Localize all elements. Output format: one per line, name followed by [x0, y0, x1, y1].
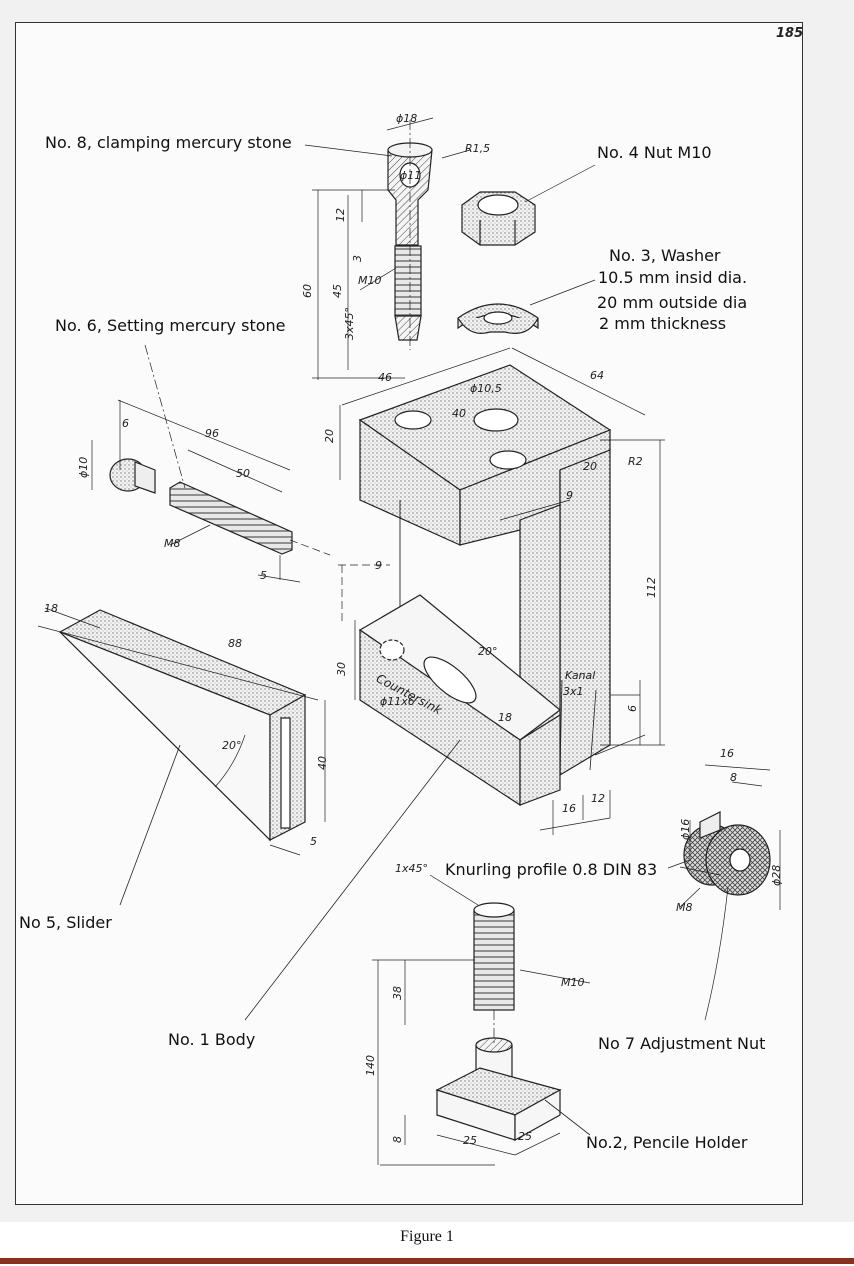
- part2-shape: [435, 902, 562, 1142]
- dim-m8-nut: M8: [676, 901, 693, 914]
- dim-phi11: ϕ11: [400, 169, 422, 182]
- label-part3-line2: 10.5 mm insid dia.: [598, 268, 748, 287]
- dim-38: 38: [391, 986, 404, 1000]
- dim-12: 12: [334, 208, 347, 222]
- dim-25-right: 25: [518, 1130, 532, 1143]
- label-part8: No. 8, clamping mercury stone: [45, 133, 292, 152]
- label-part6: No. 6, Setting mercury stone: [55, 316, 286, 335]
- dim-40-slider: 40: [316, 756, 329, 770]
- dim-20deg-slider: 20°: [222, 739, 242, 752]
- label-part3-line1: No. 3, Washer: [609, 246, 721, 265]
- dim-16-nut: 16: [720, 747, 734, 760]
- dim-5-stone: 5: [260, 569, 267, 582]
- dim-3: 3: [351, 255, 364, 262]
- dim-60: 60: [301, 284, 314, 298]
- label-part4: No. 4 Nut M10: [597, 143, 712, 162]
- dim-112: 112: [645, 577, 658, 598]
- dim-1x45: 1x45°: [395, 862, 429, 875]
- part6-shape: [109, 458, 293, 555]
- dim-3x45: 3x45°: [343, 306, 356, 340]
- dim-m10-stone: M10: [358, 274, 382, 287]
- part8-dim-lines: [312, 117, 471, 380]
- label-part3-line4: 2 mm thickness: [599, 314, 727, 333]
- dim-20-top: 20: [323, 429, 336, 443]
- figure-caption: Figure 1: [400, 1228, 454, 1245]
- label-knurling: Knurling profile 0.8 DIN 83: [445, 860, 658, 879]
- dim-46: 46: [378, 371, 392, 384]
- dim-phi11x6: ϕ11x6: [380, 695, 415, 708]
- label-part5: No 5, Slider: [19, 913, 112, 932]
- dim-m10-holder: M10: [561, 976, 585, 989]
- dim-25-left: 25: [463, 1134, 477, 1147]
- dim-18-slider: 18: [44, 602, 58, 615]
- dim-45: 45: [331, 284, 344, 298]
- dim-88: 88: [228, 637, 242, 650]
- dim-20-wall: 20: [583, 460, 597, 473]
- dim-6-body: 6: [626, 705, 639, 712]
- dim-9-top: 9: [566, 489, 573, 502]
- bottom-rule: [0, 1258, 854, 1264]
- dim-20deg-body: 20°: [478, 645, 498, 658]
- dim-50: 50: [236, 467, 250, 480]
- part5-shape: [58, 609, 307, 842]
- dim-kanal: Kanal: [565, 669, 596, 682]
- dim-16-body: 16: [562, 802, 576, 815]
- dim-64: 64: [590, 369, 604, 382]
- label-part1: No. 1 Body: [168, 1030, 256, 1049]
- dim-30: 30: [335, 662, 348, 676]
- dim-phi10-5: ϕ10,5: [470, 382, 502, 395]
- part7-dim-lines: [679, 764, 781, 1021]
- dim-phi16-nut: ϕ16: [679, 818, 692, 840]
- label-part7: No 7 Adjustment Nut: [598, 1034, 766, 1053]
- dim-phi28-nut: ϕ28: [770, 864, 783, 886]
- dim-phi10: ϕ10: [77, 456, 90, 478]
- label-part2: No.2, Pencile Holder: [586, 1133, 748, 1152]
- part7-shape: [683, 811, 771, 896]
- part1-dim-lines: [338, 347, 665, 835]
- dim-5-slider: 5: [310, 835, 317, 848]
- dim-phi18: ϕ18: [396, 112, 418, 125]
- part5-dim-lines: [37, 607, 326, 856]
- dim-96: 96: [205, 427, 219, 440]
- dim-m8-stone: M8: [164, 537, 181, 550]
- part8-shape: [387, 120, 433, 350]
- dim-kanal-size: 3x1: [563, 685, 584, 698]
- part3-shape: [457, 303, 539, 334]
- dim-r1-5: R1,5: [465, 142, 491, 155]
- dim-140: 140: [364, 1055, 377, 1076]
- part2-dim-lines: [372, 874, 591, 1166]
- dim-12-body: 12: [591, 792, 605, 805]
- part4-shape: [461, 191, 536, 246]
- dim-18-body: 18: [498, 711, 512, 724]
- assembly-drawing: [37, 117, 781, 1166]
- dim-9-mid: 9: [375, 559, 382, 572]
- dim-8-holder: 8: [391, 1136, 404, 1143]
- leader-lines: [119, 144, 691, 1136]
- label-part3-line3: 20 mm outside dia: [597, 293, 748, 312]
- page-number: 185: [776, 26, 804, 41]
- dim-r2: R2: [628, 455, 643, 468]
- dim-6-stone: 6: [122, 417, 129, 430]
- dim-40-holes: 40: [452, 407, 466, 420]
- dim-8-nut: 8: [730, 771, 737, 784]
- part6-dim-lines: [91, 344, 331, 583]
- drawing-sheet: 185 No. 8, clamping mercury stone No. 4 …: [0, 0, 854, 1222]
- part1-body-shape: [358, 364, 612, 807]
